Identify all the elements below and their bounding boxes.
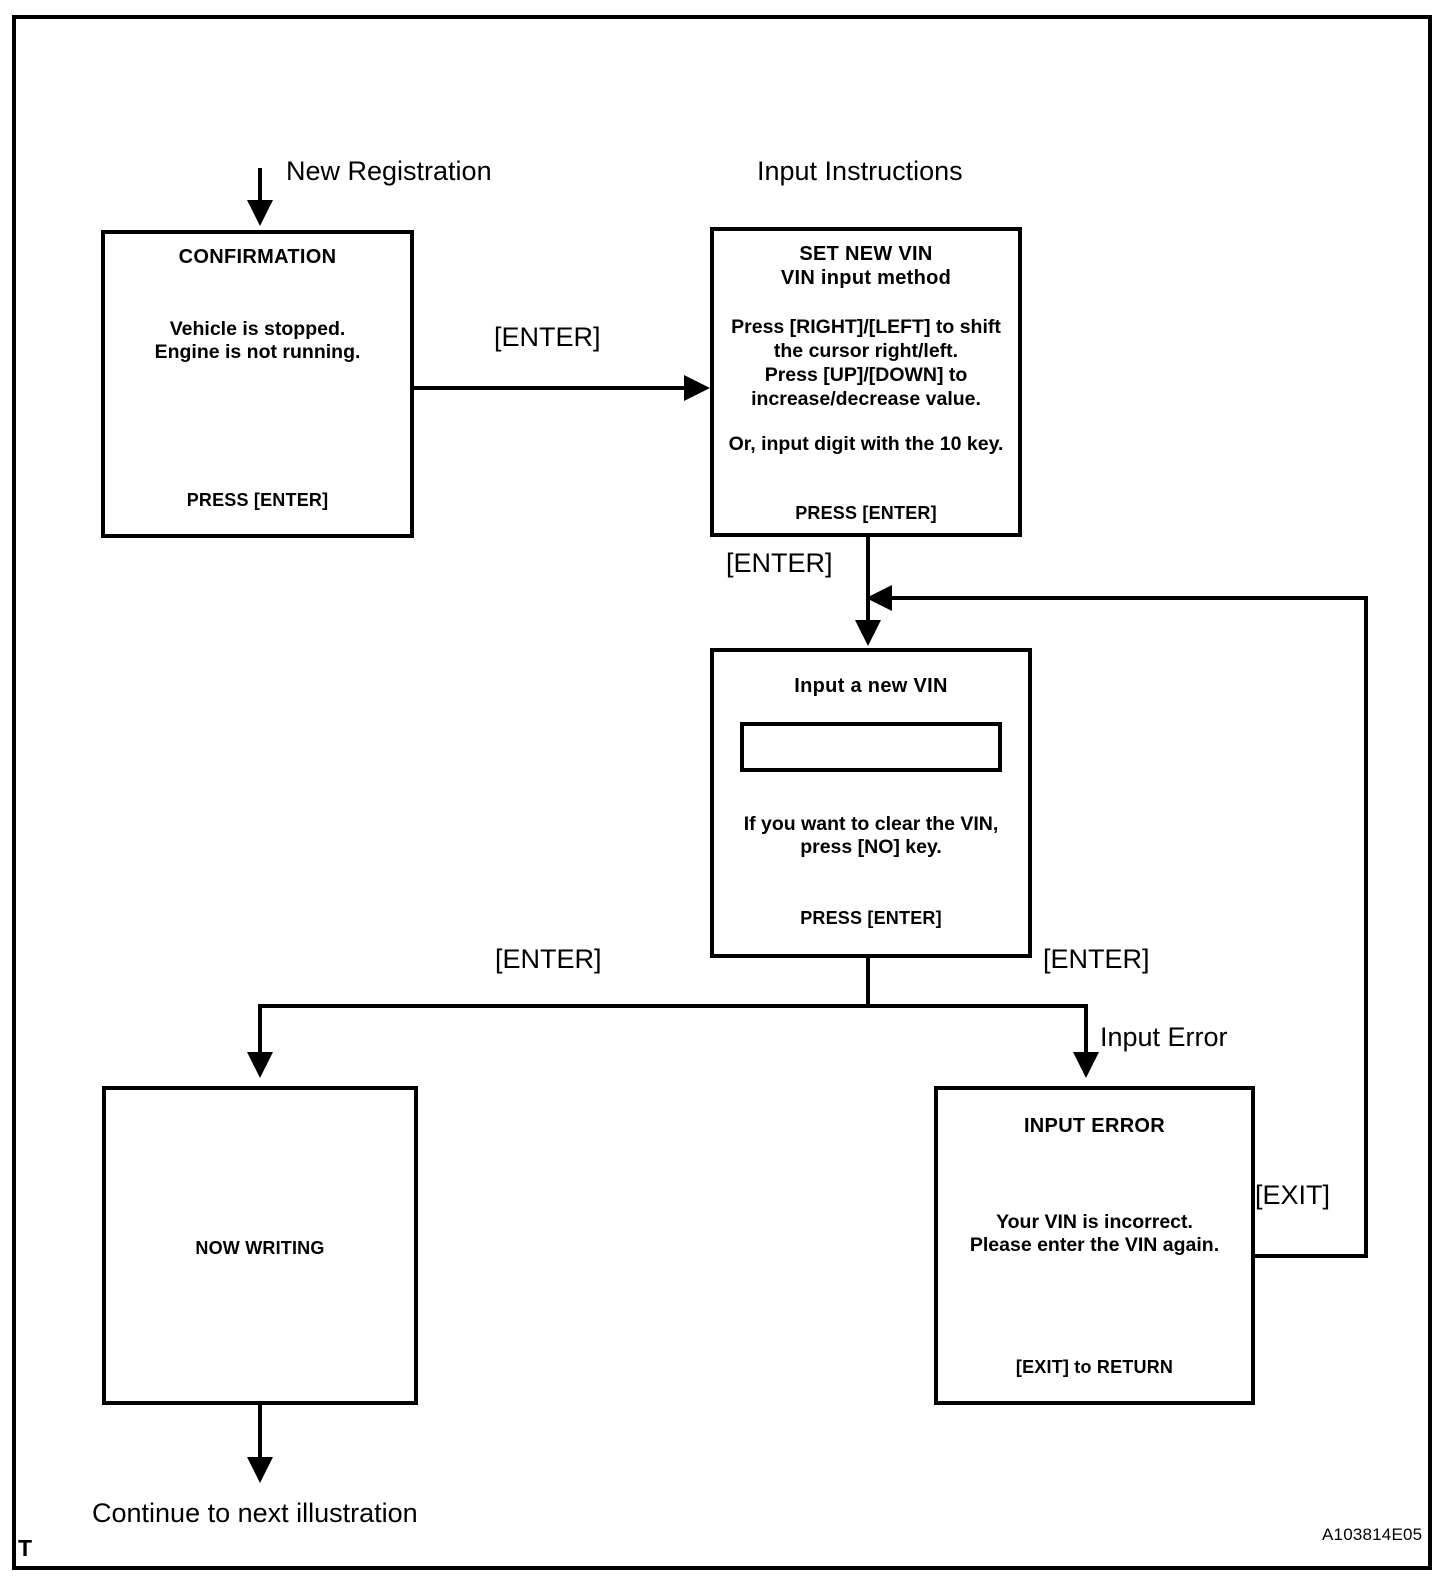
edge-inputvin-to-inputerror-arrowhead <box>1073 1052 1099 1078</box>
edge-setvin-to-inputvin-arrowhead <box>855 620 881 646</box>
figure-reference-code: A103814E05 <box>1322 1525 1423 1544</box>
input-new-vin-body: If you want to clear the VIN, press [NO]… <box>743 812 999 859</box>
label-enter-2: [ENTER] <box>726 548 833 578</box>
edge-error-return-vertical <box>1364 596 1368 1258</box>
edge-error-return-horizontal-top <box>890 596 1368 600</box>
confirmation-title: CONFIRMATION <box>178 246 337 268</box>
edge-nowwriting-to-continue-arrowhead <box>247 1457 273 1483</box>
edge-inputvin-split-bar <box>258 1004 1084 1008</box>
corner-mark-t: T <box>18 1535 33 1561</box>
vin-input-field[interactable] <box>740 722 1002 772</box>
set-new-vin-body-keys: Press [RIGHT]/[LEFT] to shift the cursor… <box>731 316 1001 410</box>
confirmation-body: Vehicle is stopped. Engine is not runnin… <box>154 317 361 364</box>
confirmation-footer: PRESS [ENTER] <box>186 490 329 510</box>
screen-input-new-vin[interactable]: Input a new VIN If you want to clear the… <box>710 648 1032 958</box>
label-enter-4: [ENTER] <box>1043 944 1150 974</box>
edge-inputvin-to-nowwriting-arrowhead <box>247 1052 273 1078</box>
label-exit: [EXIT] <box>1255 1180 1331 1210</box>
edge-confirmation-to-setvin <box>414 386 686 390</box>
label-continue-to-next-illustration: Continue to next illustration <box>92 1498 418 1528</box>
input-error-footer: [EXIT] to RETURN <box>1015 1357 1174 1377</box>
label-input-error-branch: Input Error <box>1100 1022 1228 1052</box>
label-input-instructions: Input Instructions <box>757 156 963 186</box>
edge-nowwriting-to-continue <box>258 1405 262 1461</box>
input-new-vin-footer: PRESS [ENTER] <box>800 908 942 928</box>
edge-inputvin-to-inputerror <box>1084 1004 1088 1056</box>
now-writing-title: NOW WRITING <box>195 1238 325 1258</box>
label-enter-1: [ENTER] <box>494 322 601 352</box>
input-error-body: Your VIN is incorrect. Please enter the … <box>969 1210 1220 1257</box>
label-enter-3: [ENTER] <box>495 944 602 974</box>
edge-error-return-arrowhead <box>866 585 892 611</box>
label-new-registration: New Registration <box>286 156 492 186</box>
set-new-vin-footer: PRESS [ENTER] <box>795 503 937 523</box>
set-new-vin-body-tenkey: Or, input digit with the 10 key. <box>728 433 1004 456</box>
entry-arrowhead <box>247 200 273 226</box>
input-error-title: INPUT ERROR <box>1023 1115 1166 1137</box>
screen-now-writing[interactable]: NOW WRITING <box>102 1086 418 1405</box>
edge-confirmation-to-setvin-arrowhead <box>684 375 710 401</box>
entry-arrow-stem <box>258 168 262 204</box>
screen-set-new-vin[interactable]: SET NEW VIN VIN input method Press [RIGH… <box>710 227 1022 537</box>
screen-confirmation[interactable]: CONFIRMATION Vehicle is stopped. Engine … <box>101 230 414 538</box>
set-new-vin-title: SET NEW VIN VIN input method <box>780 243 952 289</box>
screen-input-error[interactable]: INPUT ERROR Your VIN is incorrect. Pleas… <box>934 1086 1255 1405</box>
edge-setvin-to-inputvin <box>866 537 870 624</box>
edge-inputvin-to-nowwriting <box>258 1004 262 1056</box>
edge-inputvin-stem <box>866 958 870 1006</box>
input-new-vin-title: Input a new VIN <box>794 675 948 697</box>
edge-error-return-horizontal-bottom <box>1251 1254 1368 1258</box>
